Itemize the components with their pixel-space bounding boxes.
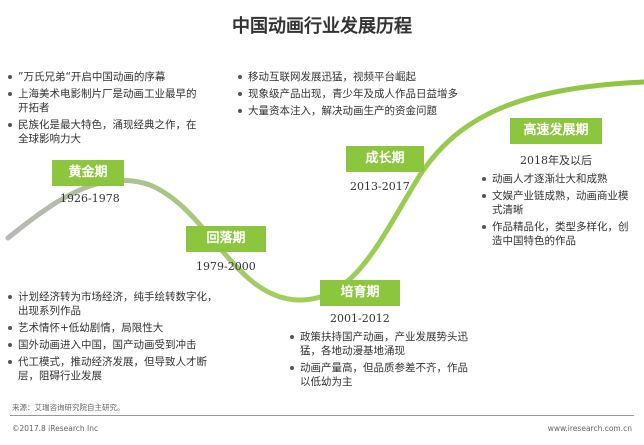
stage-golden-notes: ”万氏兄弟“开启中国动画的序幕 上海美术电影制片厂是动画工业最早的开拓者 民族化…: [8, 70, 198, 149]
note-item: 文娱产业链成熟，动画商业模式清晰: [482, 189, 634, 217]
note-item: 大量资本注入，解决动画生产的资金问题: [238, 104, 468, 118]
stage-cultivation-years: 2001-2012: [330, 312, 390, 325]
stage-golden-years: 1926-1978: [60, 192, 120, 205]
stage-cultivation-badge: 培育期: [320, 280, 400, 306]
stage-rapid-badge: 高速发展期: [510, 118, 602, 144]
note-item: 动画人才逐渐壮大和成熟: [482, 172, 634, 186]
page-title: 中国动画行业发展历程: [232, 16, 412, 37]
copyright-text: ©2017.8 iResearch Inc: [12, 424, 99, 433]
footer-divider: [10, 415, 634, 416]
stage-growth-badge: 成长期: [346, 146, 424, 172]
stage-decline-badge: 回落期: [186, 226, 266, 252]
note-item: 现象级产品出现，青少年及成人作品日益增多: [238, 87, 468, 101]
stage-decline-notes: 计划经济转为市场经济，纯手绘转数字化，出现系列作品 艺术情怀+低幼剧情，局限性大…: [8, 290, 218, 386]
stage-growth-notes: 移动互联网发展迅猛，视频平台崛起 现象级产品出现，青少年及成人作品日益增多 大量…: [238, 70, 468, 121]
website-link[interactable]: www.iresearch.com.cn: [547, 424, 632, 433]
stage-cultivation-notes: 政策扶持国产动画，产业发展势头迅猛，各地动漫基地涌现 动画产量高，但品质参差不齐…: [290, 330, 470, 392]
stage-growth-years: 2013-2017: [350, 180, 410, 193]
stage-rapid-notes: 动画人才逐渐壮大和成熟 文娱产业链成熟，动画商业模式清晰 作品精品化，类型多样化…: [482, 172, 634, 251]
note-item: 动画产量高，但品质参差不齐，作品以低幼为主: [290, 361, 470, 389]
note-item: ”万氏兄弟“开启中国动画的序幕: [8, 70, 198, 84]
note-item: 代工模式，推动经济发展，但导致人才断层，阻碍行业发展: [8, 355, 218, 383]
stage-rapid-years: 2018年及以后: [520, 154, 592, 167]
stage-decline-years: 1979-2000: [196, 260, 256, 273]
note-item: 国外动画进入中国，国产动画受到冲击: [8, 338, 218, 352]
source-note: 来源：艾瑞咨询研究院自主研究。: [12, 403, 125, 412]
note-item: 上海美术电影制片厂是动画工业最早的开拓者: [8, 87, 198, 115]
note-item: 移动互联网发展迅猛，视频平台崛起: [238, 70, 468, 84]
note-item: 艺术情怀+低幼剧情，局限性大: [8, 321, 218, 335]
note-item: 民族化是最大特色，涌现经典之作，在全球影响力大: [8, 118, 198, 146]
note-item: 计划经济转为市场经济，纯手绘转数字化，出现系列作品: [8, 290, 218, 318]
note-item: 作品精品化，类型多样化，创造中国特色的作品: [482, 220, 634, 248]
note-item: 政策扶持国产动画，产业发展势头迅猛，各地动漫基地涌现: [290, 330, 470, 358]
stage-golden-badge: 黄金期: [52, 160, 124, 186]
